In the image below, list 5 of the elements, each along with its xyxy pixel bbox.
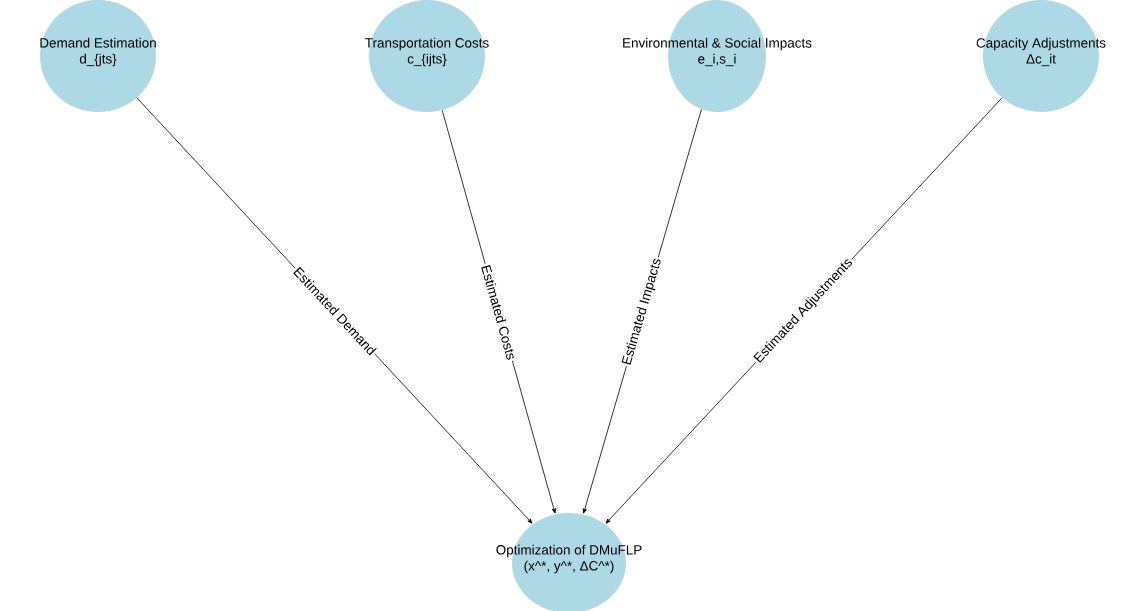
node-label: Demand Estimation d_{jts} bbox=[40, 37, 156, 67]
node-label: Optimization of DMuFLP (x^*, y^*, ΔC^*) bbox=[496, 544, 642, 574]
node-label: Environmental & Social Impacts e_i,s_i bbox=[623, 37, 812, 67]
node-label: Capacity Adjustments Δc_it bbox=[976, 37, 1106, 67]
node-label: Transportation Costs c_{ijts} bbox=[365, 37, 489, 67]
